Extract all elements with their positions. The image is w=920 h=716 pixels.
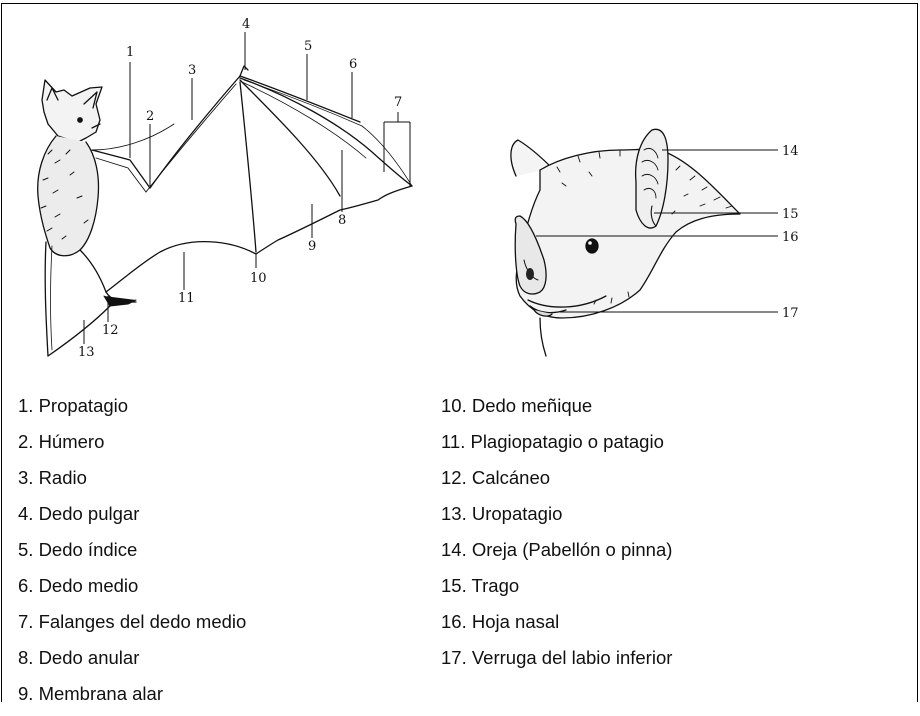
callout-13: 13 [78, 345, 95, 360]
bat-wing-drawing [38, 66, 412, 356]
legend-item: 16. Hoja nasal [441, 608, 672, 644]
callout-1: 1 [126, 45, 134, 60]
callout-11: 11 [178, 291, 195, 306]
callout-14: 14 [782, 144, 799, 159]
callout-2: 2 [146, 109, 154, 124]
legend-left-column: 1. Propatagio 2. Húmero 3. Radio 4. Dedo… [18, 392, 246, 716]
legend-item: 15. Trago [441, 572, 672, 608]
callout-7: 7 [394, 95, 402, 110]
callout-3: 3 [188, 63, 196, 78]
legend-item: 8. Dedo anular [18, 644, 246, 680]
legend-item: 13. Uropatagio [441, 500, 672, 536]
legend-right-column: 10. Dedo meñique 11. Plagiopatagio o pat… [441, 392, 672, 680]
callout-12: 12 [102, 323, 119, 338]
callout-5: 5 [304, 39, 312, 54]
head-callout-numbers: 14 15 16 17 [782, 144, 799, 321]
bat-head-drawing [511, 129, 740, 356]
legend-item: 4. Dedo pulgar [18, 500, 246, 536]
callout-16: 16 [782, 230, 799, 245]
callout-6: 6 [349, 57, 357, 72]
legend-item: 7. Falanges del dedo medio [18, 608, 246, 644]
legend-item: 5. Dedo índice [18, 536, 246, 572]
legend-item: 1. Propatagio [18, 392, 246, 428]
bat-anatomy-diagram: 1 2 3 4 5 6 7 8 9 10 11 12 13 [0, 0, 920, 380]
legend-item: 6. Dedo medio [18, 572, 246, 608]
legend-item: 11. Plagiopatagio o patagio [441, 428, 672, 464]
wing-callout-numbers: 1 2 3 4 5 6 7 8 9 10 11 12 13 [78, 17, 402, 360]
legend-item: 14. Oreja (Pabellón o pinna) [441, 536, 672, 572]
legend-item: 12. Calcáneo [441, 464, 672, 500]
legend-item: 9. Membrana alar [18, 680, 246, 716]
callout-17: 17 [782, 306, 799, 321]
legend-item: 2. Húmero [18, 428, 246, 464]
callout-15: 15 [782, 207, 799, 222]
legend-item: 10. Dedo meñique [441, 392, 672, 428]
callout-10: 10 [250, 271, 267, 286]
legend-item: 3. Radio [18, 464, 246, 500]
callout-4: 4 [242, 17, 250, 32]
callout-9: 9 [308, 239, 316, 254]
legend-item: 17. Verruga del labio inferior [441, 644, 672, 680]
callout-8: 8 [338, 213, 346, 228]
